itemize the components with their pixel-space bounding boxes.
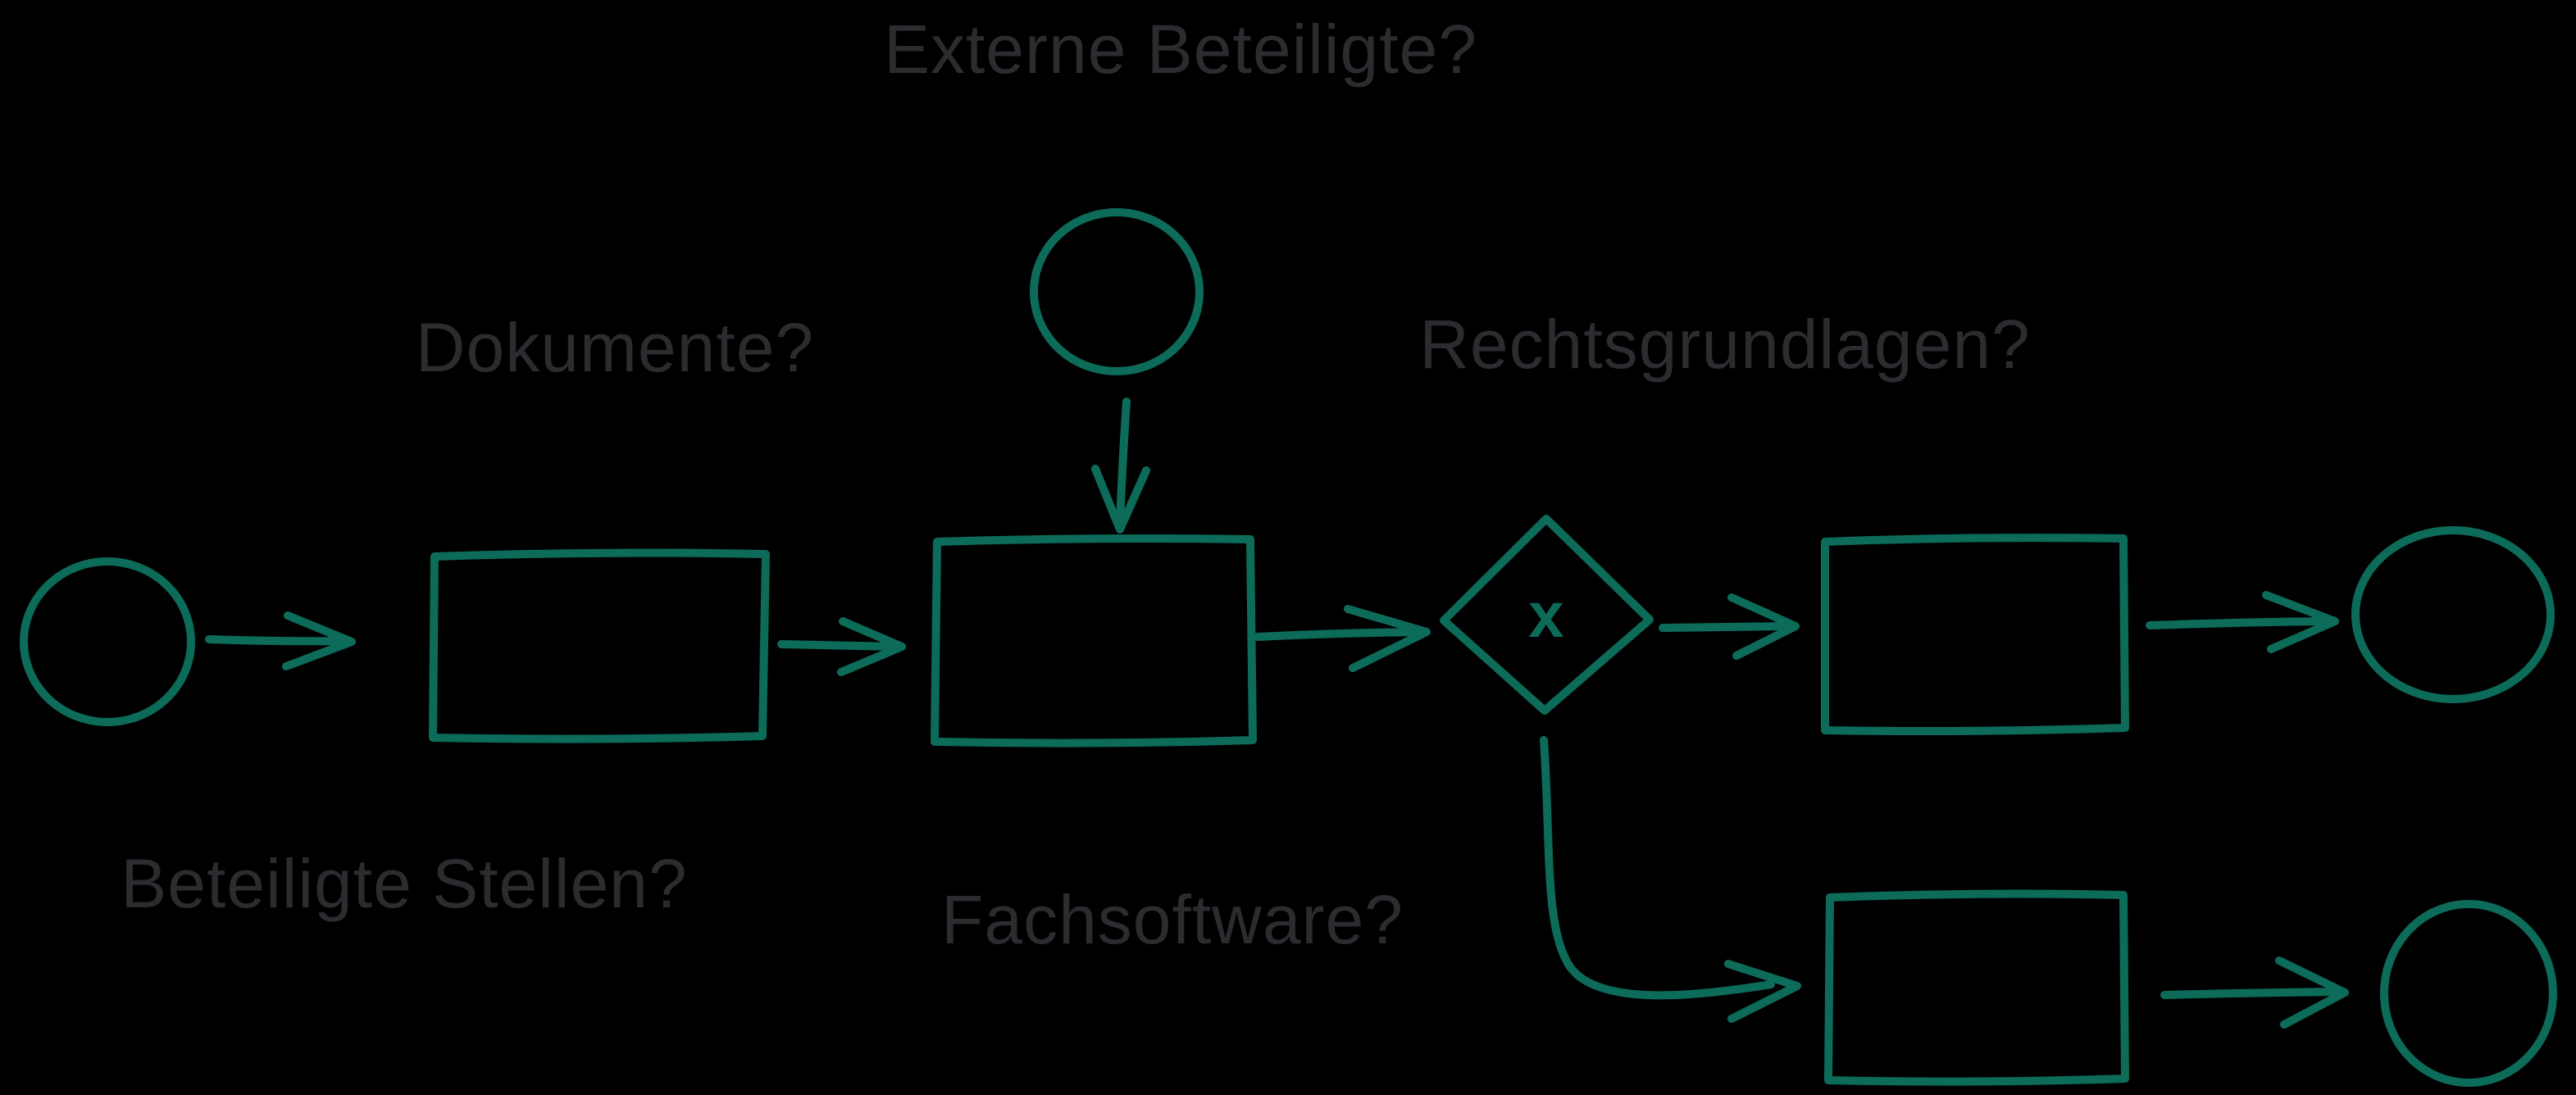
start-event-circle	[20, 557, 195, 726]
label-fachsoftware: Fachsoftware?	[941, 881, 1404, 958]
arrow-task-d-to-end-bottom	[2160, 956, 2349, 1029]
gateway-x-symbol: x	[1528, 578, 1564, 651]
end-event-bottom-circle	[2380, 900, 2557, 1087]
label-externe-beteiligte: Externe Beteiligte?	[883, 11, 1478, 88]
label-beteiligte-stellen: Beteiligte Stellen?	[121, 845, 688, 922]
arrow-task-b-to-gateway	[1254, 605, 1431, 672]
arrow-event-top-to-task-b	[1091, 398, 1150, 534]
task-d-rect	[1824, 889, 2129, 1086]
task-c-rect	[1821, 534, 2129, 735]
arrow-task-c-to-end-top	[2146, 591, 2339, 653]
arrow-task-a-to-task-b	[777, 617, 906, 676]
event-top-circle	[1030, 208, 1204, 375]
arrow-gateway-to-task-d	[1540, 736, 1801, 1023]
arrow-start-to-task-a	[205, 611, 356, 670]
label-rechtsgrundlagen: Rechtsgrundlagen?	[1419, 306, 2031, 383]
label-dokumente: Dokumente?	[415, 309, 815, 386]
end-event-top-circle	[2351, 526, 2555, 703]
gateway-diamond	[1440, 515, 1654, 715]
task-a-rect	[429, 548, 770, 743]
task-b-rect	[931, 534, 1257, 747]
arrow-gateway-to-task-c	[1659, 593, 1800, 660]
